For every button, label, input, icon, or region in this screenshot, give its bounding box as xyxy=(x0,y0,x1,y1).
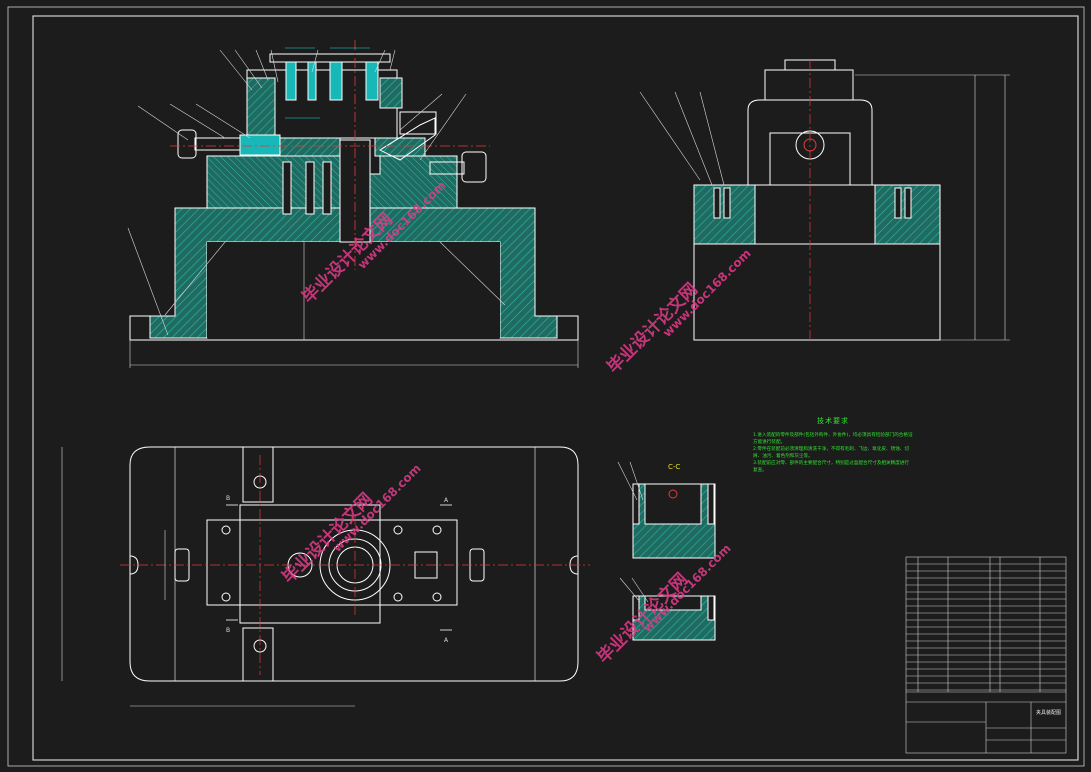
top-view: B B A A xyxy=(61,446,590,707)
technical-requirements: 技术要求 1.进入装配的零件及部件(包括外购件、外协件)，均必须具有检验部门的合… xyxy=(753,418,913,474)
requirement-item: 1.进入装配的零件及部件(包括外购件、外协件)，均必须具有检验部门的合格证方能进… xyxy=(753,433,913,445)
section-mark-a-bottom: A xyxy=(444,637,449,644)
section-mark-b-top: B xyxy=(226,495,230,502)
requirement-item: 3.装配前应对零、部件的主要配合尺寸，特别是过盈配合尺寸及相关精度进行复查。 xyxy=(753,461,909,473)
technical-requirements-title: 技术要求 xyxy=(817,417,849,425)
section-detail-view: C-C xyxy=(617,461,716,641)
requirement-item: 2.零件在装配前必须清理和清洗干净，不得有毛刺、飞边、氧化皮、锈蚀、切屑、油污、… xyxy=(753,447,909,459)
sheet-border xyxy=(7,6,1085,767)
section-title: C-C xyxy=(668,463,680,471)
title-block xyxy=(905,556,1067,754)
section-mark-a-top: A xyxy=(444,497,449,504)
title-block-drawing-name: 夹具装配图 xyxy=(1036,709,1061,716)
side-view xyxy=(639,59,1010,341)
section-mark-b-bottom: B xyxy=(226,627,230,634)
front-section-view xyxy=(127,40,579,368)
